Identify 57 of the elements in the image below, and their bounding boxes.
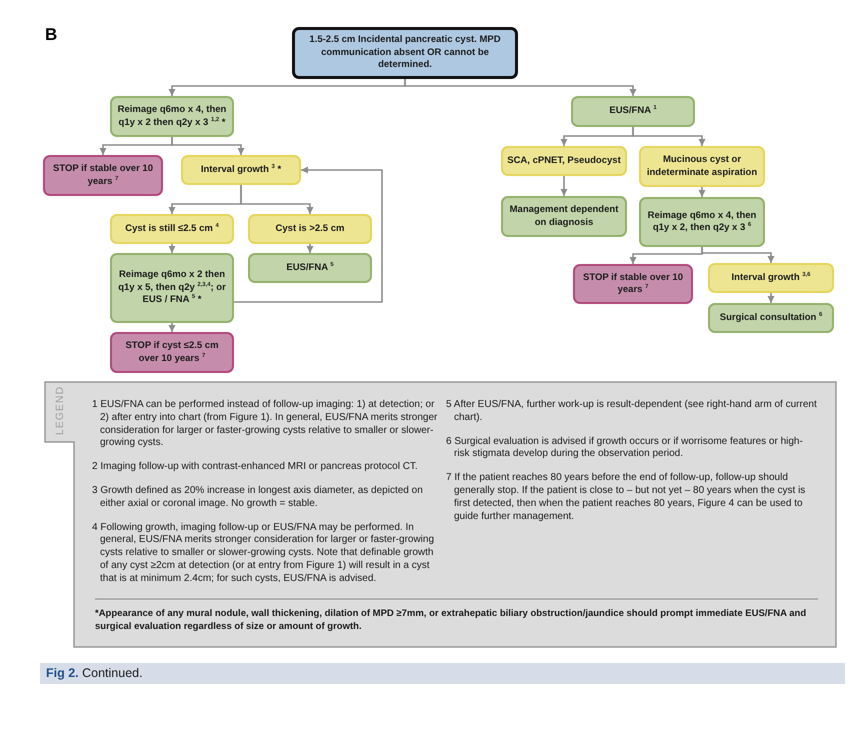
connector-arrow bbox=[234, 166, 383, 303]
action-box bbox=[110, 253, 234, 323]
box-text: Management dependent on diagnosis bbox=[508, 204, 620, 229]
box-text: Reimage q6mo x 4, then q1y x 2 then q2y x 3 $^{1,2}$ * bbox=[116, 104, 228, 129]
connector-arrow bbox=[768, 293, 774, 303]
connector-arrow bbox=[171, 137, 244, 155]
footnote: 5 After EUS/FNA, further work-up is result-dependent (see right-hand arm of current chart). bbox=[446, 399, 818, 425]
condition-box bbox=[110, 214, 234, 244]
asterisk-note: *Appearance of any mural nodule, wall thickening, dilation of MPD ≥7mm, or extrahepatic biliary obstruction/jaundice should prompt immediate EUS/FNA and surgical evaluation regardless of size or amount of growth. bbox=[95, 608, 808, 634]
footnote: 3 Growth defined as 20% increase in longest axis diameter, as depicted on either axial or coronal image. No growth = stable. bbox=[92, 484, 424, 511]
box-text: Reimage q6mo x 4, then q1y x 2, then q2y x 3 $^{6}$ bbox=[646, 210, 758, 234]
condition-box bbox=[181, 155, 301, 185]
condition-box bbox=[708, 263, 834, 293]
action-box bbox=[248, 253, 372, 283]
connector-arrow bbox=[168, 323, 176, 332]
footnote: 7 If the patient reaches 80 years before the end of follow-up, follow-up should generally stop. If the patient is close to – but not yet – 80 years when the cyst is first detected, then when the patient reaches 80 years, Figure 4 can be used to guide further management. bbox=[446, 472, 806, 524]
action-box bbox=[571, 96, 695, 127]
panel-letter: B bbox=[45, 26, 58, 44]
figure-caption: Fig 2. Continued. bbox=[46, 666, 143, 680]
box-text: Interval growth $^{3,6}$ bbox=[732, 272, 810, 284]
footnote: 2 Imaging follow-up with contrast-enhanced MRI or pancreas protocol CT. bbox=[92, 461, 419, 474]
box-text: STOP if stable over 10 years $^{7}$ bbox=[52, 163, 154, 188]
start-box bbox=[292, 27, 518, 79]
box-text: 1.5-2.5 cm Incidental pancreatic cyst. MPD communication absent OR cannot be determined. bbox=[308, 34, 502, 72]
connector-arrow bbox=[698, 187, 706, 197]
box-text: Mucinous cyst or indeterminate aspiration bbox=[646, 154, 758, 179]
action-box bbox=[501, 196, 627, 237]
connector-arrow bbox=[560, 176, 568, 196]
stop-box bbox=[573, 264, 693, 304]
action-box bbox=[639, 197, 765, 247]
connector-arrow bbox=[404, 79, 636, 96]
box-text: EUS/FNA $^{1}$ bbox=[609, 105, 657, 118]
box-text: STOP if stable over 10 years $^{7}$ bbox=[582, 272, 684, 296]
box-text: Cyst is >2.5 cm bbox=[276, 222, 344, 236]
footnote: 6 Surgical evaluation is advised if growth occurs or if worrisome features or high-risk stigmata develop during the observation period. bbox=[446, 436, 804, 462]
legend-tab-label: LEGEND bbox=[54, 385, 67, 435]
connector-arrow bbox=[632, 127, 706, 146]
box-text: Interval growth $^{3}$ * bbox=[200, 164, 282, 176]
condition-box bbox=[501, 146, 627, 176]
box-text: Reimage q6mo x 2 then q1y x 5, then q2y $^{2,3,4}$; or EUS / FNA $^{5}$ * bbox=[117, 269, 227, 307]
connector-arrow bbox=[168, 244, 176, 253]
box-text: STOP if cyst ≤2.5 cm over 10 years $^{7}$ bbox=[124, 340, 220, 365]
condition-box bbox=[248, 214, 372, 244]
action-box bbox=[110, 96, 234, 137]
box-text: Surgical consultation $^{6}$ bbox=[720, 312, 822, 324]
footnote: 1 EUS/FNA can be performed instead of follow-up imaging: 1) at detection; or 2) after entry into chart (from Figure 1). In general, EUS/FNA merits stronger consideration for larger or faster-growing cysts relative to smaller or slower-growing cysts. bbox=[92, 399, 438, 450]
box-text: SCA, cPNET, Pseudocyst bbox=[507, 154, 621, 168]
box-text: EUS/FNA $^{5}$ bbox=[286, 262, 334, 274]
condition-box bbox=[639, 146, 765, 187]
stop-box bbox=[43, 155, 163, 196]
footnote: 4 Following growth, imaging follow-up or EUS/FNA may be performed. In general, EUS/FNA merits stronger consideration for larger or faster-growing cysts relative to smaller or slower-growing cysts. Note that definable growth of any cyst ≥2cm at detection (or at entry from Figure 1) will result in a cyst that is at minimum 2.4cm; for such cysts, EUS/FNA is advised. bbox=[92, 522, 436, 586]
connector-arrow bbox=[701, 247, 774, 263]
action-box bbox=[708, 303, 834, 333]
box-text: Cyst is still ≤2.5 cm $^{4}$ bbox=[125, 222, 219, 236]
stop-box bbox=[110, 332, 234, 373]
connector-arrow bbox=[306, 244, 314, 253]
connector-arrow bbox=[240, 185, 314, 214]
